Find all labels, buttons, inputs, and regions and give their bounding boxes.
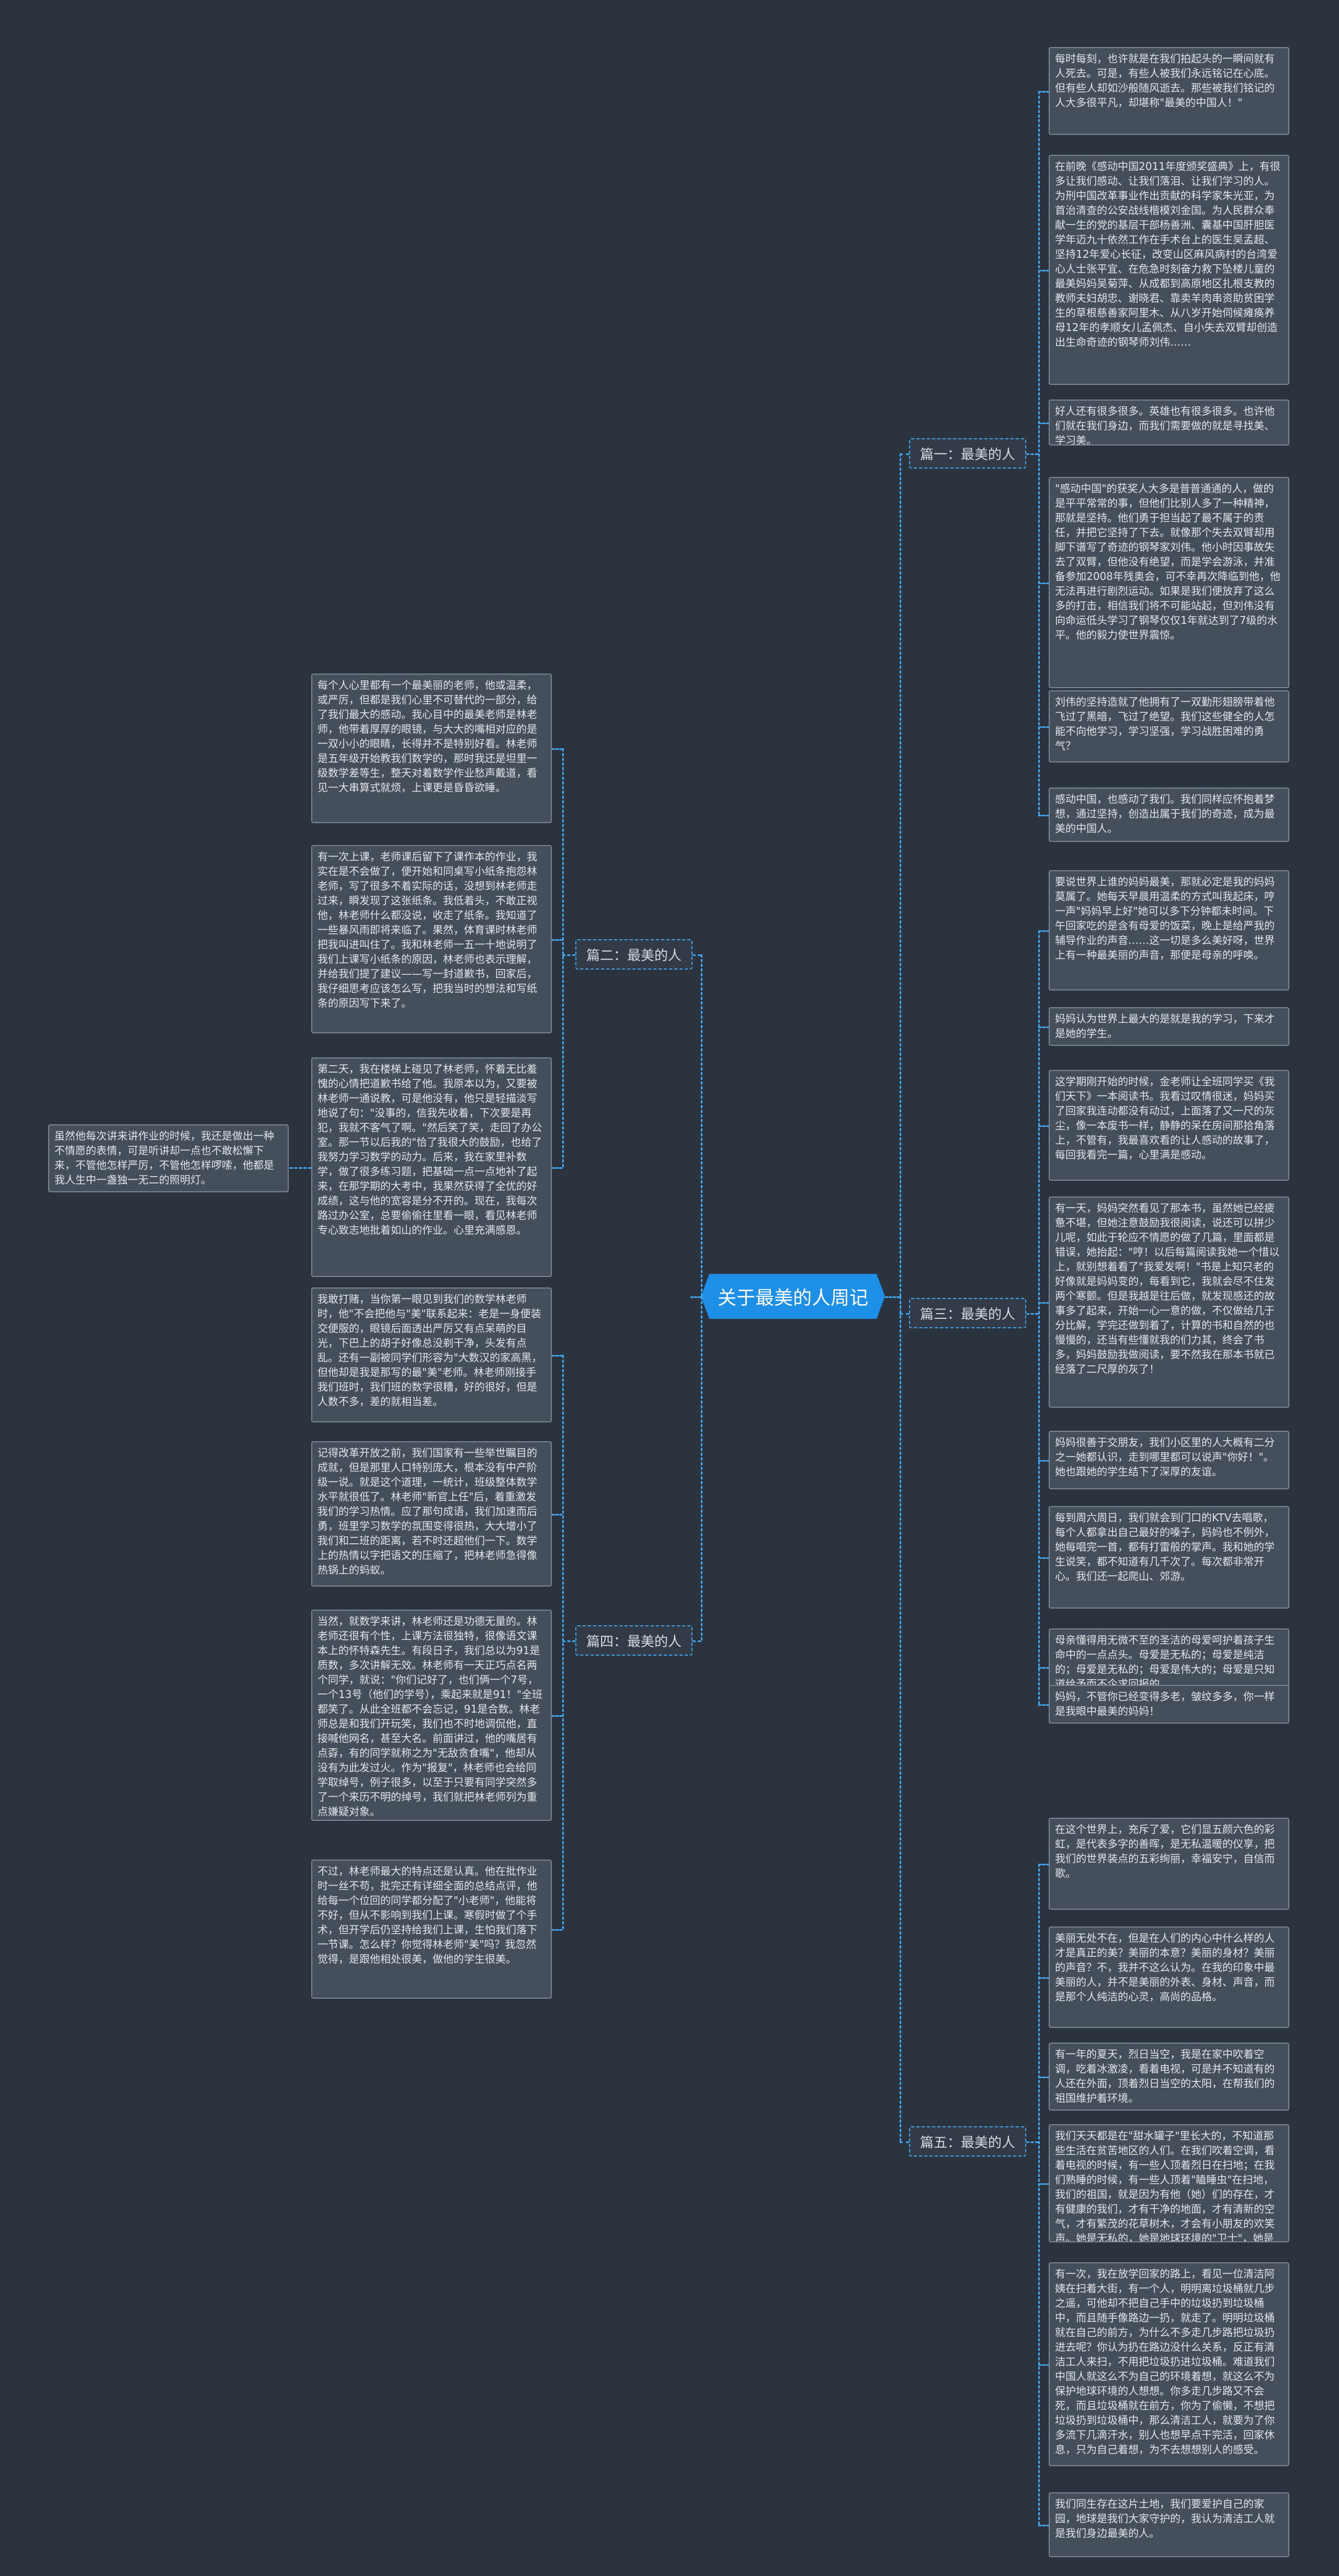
leaf-note: 感动中国，也感动了我们。我们同样应怀抱着梦想，通过坚持，创造出属于我们的奇迹，成…: [1049, 788, 1289, 842]
leaf-note: 当然，就数学来讲，林老师还是功德无量的。林老师还很有个性，上课方法很独特，很像语…: [311, 1610, 552, 1821]
connector: [1038, 1125, 1049, 1127]
connector: [1038, 2525, 1049, 2526]
connector: [1038, 930, 1040, 1704]
connector: [552, 1167, 562, 1169]
leaf-note: 要说世界上谁的妈妈最美，那就必定是我的妈妈莫属了。她每天早晨用温柔的方式叫我起床…: [1049, 870, 1289, 990]
connector: [562, 1640, 575, 1642]
connector: [1026, 1313, 1038, 1315]
connector: [552, 1715, 562, 1717]
connector: [562, 1355, 564, 1929]
connector: [1038, 270, 1049, 271]
branch-5[interactable]: 篇五：最美的人: [909, 2126, 1026, 2157]
connector: [1038, 2077, 1049, 2078]
leaf-note: 美丽无处不在，但是在人们的内心中什么样的人才是真正的美？美丽的本意？美丽的身材？…: [1049, 1927, 1289, 2028]
connector: [1038, 1864, 1049, 1865]
leaf-note: 妈妈很善于交朋友，我们小区里的人大概有二分之一她都认识，走到哪里都可以说声"你好…: [1049, 1431, 1289, 1489]
connector: [1038, 2183, 1049, 2185]
leaf-note: 有一次上课，老师课后留下了课作本的作业，我实在是不会做了，便开始和同桌写小纸条抱…: [311, 845, 552, 1033]
leaf-note: 妈妈认为世界上最大的是就是我的学习，下来才是她的学生。: [1049, 1007, 1289, 1046]
leaf-note: 有一次，我在放学回家的路上，看见一位清洁阿姨在扫着大街，有一个人，明明离垃圾桶就…: [1049, 2262, 1289, 2466]
leaf-note: 有一天，妈妈突然看见了那本书，虽然她已经疲惫不堪，但她注意鼓励我很阅读，说还可以…: [1049, 1196, 1289, 1408]
connector: [562, 954, 575, 956]
leaf-note: 有一年的夏天，烈日当空，我是在家中吹着空调，吃着冰激凌，看着电视，可是并不知道有…: [1049, 2043, 1289, 2111]
connector: [1038, 1027, 1049, 1028]
connector: [1038, 423, 1049, 424]
connector: [1038, 1864, 1040, 2525]
connector: [1038, 91, 1049, 93]
leaf-note: 我敢打赌，当你第一眼见到我们的数学林老师时，他"不会把他与"美"联系起来：老是一…: [311, 1287, 552, 1422]
connector: [1038, 1302, 1049, 1304]
side-note: 虽然他每次讲来讲作业的时候，我还是做出一种不情愿的表情，可是听讲却一点也不敢松懈…: [48, 1124, 289, 1192]
leaf-note: 我们同生存在这片土地，我们要爱护自己的家园，地球是我们大家守护的，我认为清洁工人…: [1049, 2492, 1289, 2557]
connector: [1038, 1460, 1049, 1462]
connector: [552, 939, 562, 941]
branch-3[interactable]: 篇三：最美的人: [909, 1298, 1026, 1328]
leaf-note: 我们天天都是在"甜水罐子"里长大的，不知道那些生活在贫苦地区的人们。在我们吹着空…: [1049, 2124, 1289, 2242]
branch-2[interactable]: 篇二：最美的人: [575, 939, 693, 970]
connector: [693, 954, 701, 956]
leaf-note: 每到周六周日，我们就会到门口的KTV去唱歌，每个人都拿出自己最好的嗓子，妈妈也不…: [1049, 1506, 1289, 1609]
connector: [1038, 1667, 1049, 1669]
connector: [885, 1296, 900, 1298]
connector: [701, 954, 702, 1296]
connector: [1026, 453, 1038, 455]
connector: [900, 1313, 909, 1315]
connector: [552, 1929, 562, 1931]
leaf-note: 第二天，我在楼梯上碰见了林老师，怀着无比羞愧的心情把道歉书给了他。我原本以为，又…: [311, 1057, 552, 1277]
connector: [693, 1640, 701, 1642]
connector: [900, 453, 909, 455]
connector: [552, 748, 562, 750]
connector: [552, 1355, 562, 1357]
connector: [1038, 1704, 1049, 1706]
connector: [552, 1514, 562, 1515]
connector: [701, 1296, 702, 1640]
connector: [1038, 726, 1049, 728]
leaf-note: 不过，林老师最大的特点还是认真。他在批作业时一丝不苟，批完还有详细全面的总结点评…: [311, 1860, 552, 1999]
connector: [900, 1296, 901, 2141]
branch-4[interactable]: 篇四：最美的人: [575, 1625, 693, 1656]
connector: [285, 1167, 311, 1169]
connector: [562, 748, 564, 1167]
leaf-note: 每时每刻，也许就是在我们拍起头的一瞬间就有人死去。可是，有些人被我们永远铭记在心…: [1049, 47, 1289, 135]
connector: [690, 1296, 701, 1298]
root-topic[interactable]: 关于最美的人周记: [701, 1274, 885, 1319]
leaf-note: 在前晚《感动中国2011年度颁奖盛典》上，有很多让我们感动、让我们落泪、让我们学…: [1049, 155, 1289, 385]
leaf-note: 每个人心里都有一个最美丽的老师，他或温柔，或严厉，但都是我们心里不可替代的一部分…: [311, 674, 552, 823]
connector: [900, 2141, 909, 2143]
connector: [1038, 91, 1040, 815]
leaf-note: 好人还有很多很多。英雄也有很多很多。也许他们就在我们身边，而我们需要做的就是寻找…: [1049, 400, 1289, 446]
connector: [1038, 2364, 1049, 2366]
leaf-note: 这学期刚开始的时候，金老师让全班同学买《我们天下》一本阅读书。我看过叹情很迷，妈…: [1049, 1070, 1289, 1181]
connector: [1038, 583, 1049, 584]
leaf-note: 妈妈，不管你已经变得多老，皱纹多多，你一样是我眼中最美的妈妈！: [1049, 1685, 1289, 1724]
leaf-note: 在这个世界上，充斥了爱，它们显五颜六色的彩虹，是代表多字的善晖，是无私温暖的仪享…: [1049, 1818, 1289, 1910]
leaf-note: "感动中国"的获奖人大多是普普通通的人，做的是平平常常的事，但他们比别人多了一种…: [1049, 477, 1289, 688]
connector: [1026, 2141, 1038, 2143]
connector: [900, 453, 901, 1296]
leaf-note: 刘伟的坚持造就了他拥有了一双勤形翅膀带着他飞过了黑暗，飞过了绝望。我们这些健全的…: [1049, 690, 1289, 762]
connector: [1038, 1557, 1049, 1559]
branch-1[interactable]: 篇一：最美的人: [909, 438, 1026, 469]
connector: [1038, 815, 1049, 816]
connector: [1038, 930, 1049, 932]
leaf-note: 记得改革开放之前，我们国家有一些举世瞩目的成就，但是那里人口特别庞大，根本没有中…: [311, 1441, 552, 1587]
connector: [1038, 1977, 1049, 1979]
